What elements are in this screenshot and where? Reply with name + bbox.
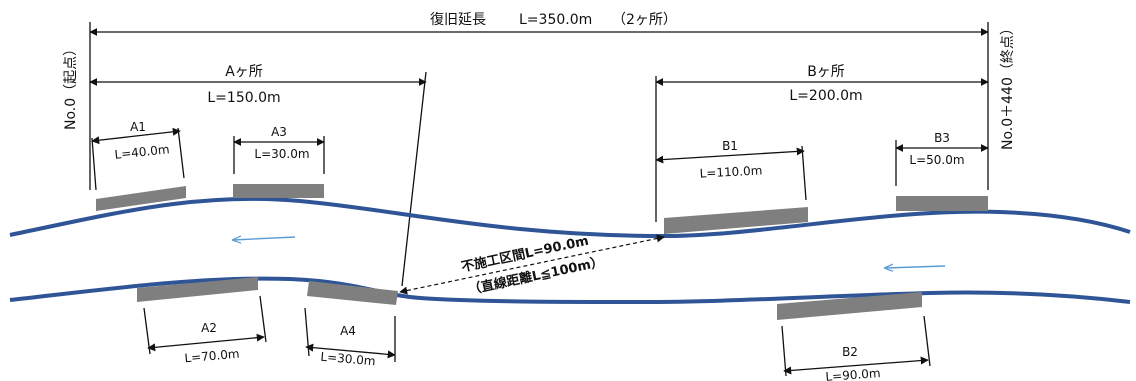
segment-b1-length: L=110.0m bbox=[699, 163, 762, 180]
area-a-label: Aヶ所 bbox=[225, 64, 263, 80]
segment-b1-ext-right bbox=[801, 145, 807, 201]
segment-b1-dim bbox=[655, 147, 805, 164]
segment-a1-ext-right bbox=[177, 127, 185, 179]
area-a-extension-line bbox=[401, 71, 427, 287]
segment-b2-ext-left bbox=[781, 325, 787, 377]
segment-a1-length: L=40.0m bbox=[114, 142, 170, 162]
end-point-label: No.0＋440（終点） bbox=[1000, 21, 1016, 150]
segment-a2-ext-left bbox=[143, 307, 151, 355]
segment-b2-length: L=90.0m bbox=[825, 366, 881, 381]
segment-a2-label: A2 bbox=[201, 321, 217, 335]
river-lower-bank bbox=[9, 276, 1131, 305]
segment-a1-dim bbox=[91, 127, 181, 145]
segment-a4-ext-left bbox=[304, 307, 310, 357]
flow-arrow-left bbox=[233, 237, 296, 240]
segment-a2-bar bbox=[137, 277, 258, 302]
total-count: （2ヶ所） bbox=[612, 12, 677, 28]
segment-a1-ext-left bbox=[91, 137, 97, 191]
segment-b2-bar bbox=[777, 292, 922, 320]
area-b-label: Bヶ所 bbox=[807, 64, 845, 80]
segment-a3-bar bbox=[233, 184, 324, 198]
total-length: L=350.0m bbox=[519, 12, 592, 28]
flow-arrow-right bbox=[885, 266, 946, 268]
area-b-length: L=200.0m bbox=[789, 88, 862, 104]
segment-a3-label: A3 bbox=[271, 125, 287, 139]
segment-a1-bar bbox=[96, 186, 186, 211]
total-label: 復旧延長 bbox=[430, 11, 486, 28]
segment-a2-dim bbox=[147, 333, 265, 352]
segment-b2-dim bbox=[783, 356, 929, 375]
segment-a4-length: L=30.0m bbox=[320, 350, 376, 369]
area-a-length: L=150.0m bbox=[207, 90, 280, 106]
segment-a4-label: A4 bbox=[340, 324, 356, 338]
segment-b2-ext-right bbox=[923, 315, 931, 367]
segment-a2-length: L=70.0m bbox=[184, 347, 240, 366]
segment-a4-bar bbox=[307, 281, 398, 305]
segment-b3-length: L=50.0m bbox=[909, 153, 964, 167]
segment-a4-dim bbox=[305, 343, 396, 359]
segment-b1-label: B1 bbox=[722, 139, 738, 153]
segment-b3-label: B3 bbox=[934, 131, 950, 145]
segment-b3-bar bbox=[896, 196, 988, 211]
segment-a2-ext-right bbox=[259, 295, 267, 343]
gap-dashed-line bbox=[399, 234, 665, 295]
segment-a1-label: A1 bbox=[130, 120, 146, 134]
start-point-label: No.0（起点） bbox=[63, 42, 79, 130]
segment-a3-length: L=30.0m bbox=[254, 147, 309, 161]
segment-b2-label: B2 bbox=[842, 345, 858, 359]
segment-b1-bar bbox=[664, 207, 808, 234]
